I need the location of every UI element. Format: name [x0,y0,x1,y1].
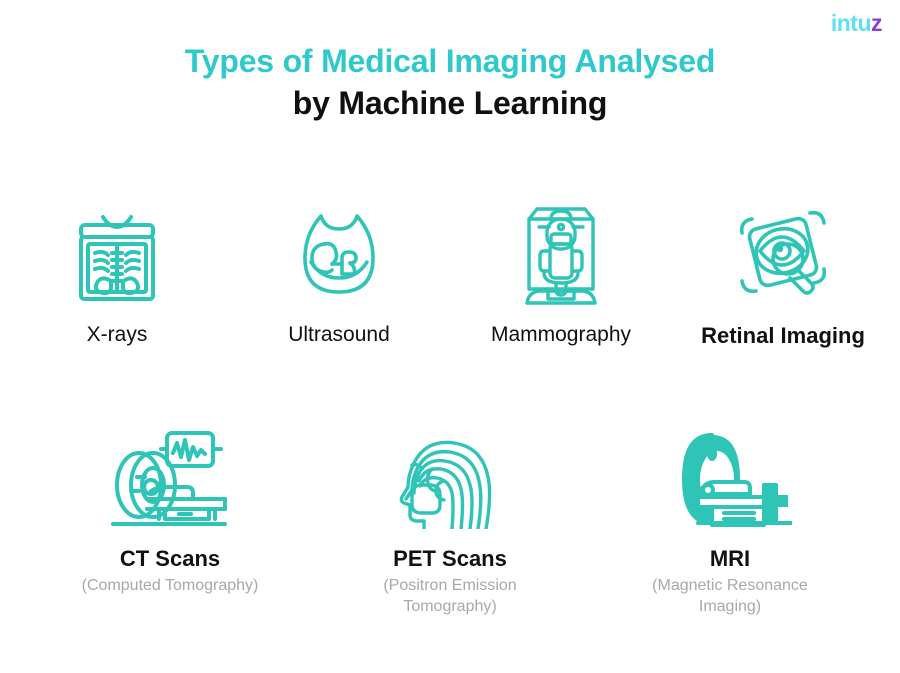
pet-head-scan-icon [398,425,502,533]
ct-scanner-icon [107,425,233,533]
imaging-type-card-retinal-imaging: Retinal Imaging [672,200,894,349]
mammography-machine-icon [515,200,607,310]
xray-film-icon [73,200,161,310]
logo-text-accent: z [871,10,883,36]
ultrasound-womb-icon [294,200,384,310]
imaging-type-card-x-rays: X-rays [6,200,228,349]
title-line-1: Types of Medical Imaging Analysed [184,43,716,79]
page-title: Types of Medical Imaging Analysed by Mac… [0,40,900,124]
imaging-types-row-bottom: CT Scans (Computed Tomography) PET Scans [0,425,900,617]
logo-text-main: intu [830,10,872,36]
imaging-type-sublabel: (Magnetic Resonance Imaging) [652,577,808,616]
intuz-logo: intuz [830,10,883,36]
imaging-type-card-pet-scans: PET Scans (Positron Emission Tomography) [310,425,590,617]
imaging-type-card-mammography: Mammography [450,200,672,349]
retina-eye-scan-icon [730,200,836,310]
imaging-type-sublabel: (Positron Emission Tomography) [383,577,517,616]
imaging-type-label: X-rays [86,323,148,346]
imaging-type-label: Retinal Imaging [701,323,865,348]
imaging-type-card-ct-scans: CT Scans (Computed Tomography) [30,425,310,617]
imaging-type-label: Mammography [490,323,632,346]
imaging-type-label: CT Scans [119,546,221,571]
imaging-types-row-top: X-rays Ultrasound [0,200,900,349]
imaging-type-label: PET Scans [393,546,507,571]
title-line-2: by Machine Learning [292,85,608,122]
imaging-type-sublabel: (Computed Tomography) [81,577,259,595]
imaging-type-card-mri: MRI (Magnetic Resonance Imaging) [590,425,870,617]
imaging-type-label: MRI [709,546,751,571]
mri-scanner-icon [668,425,792,533]
imaging-type-card-ultrasound: Ultrasound [228,200,450,349]
imaging-type-label: Ultrasound [288,323,390,346]
